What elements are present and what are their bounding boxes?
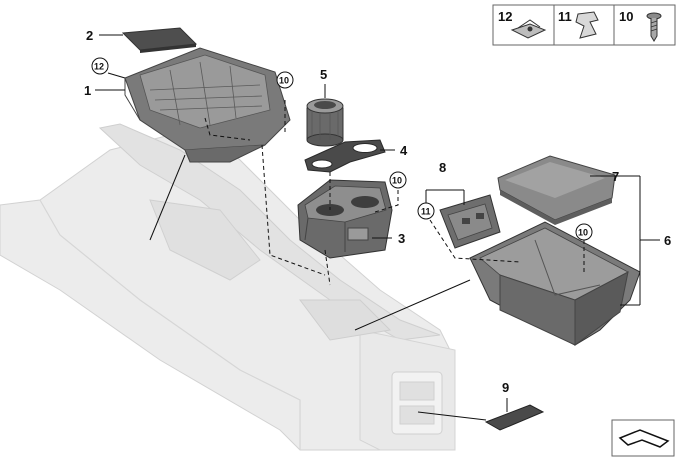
screw-icon (646, 12, 662, 42)
part-5-cup-insert (306, 98, 344, 147)
center-console-ghost (0, 123, 456, 451)
callout-4: 4 (400, 143, 408, 158)
part-9-trim-strip (484, 404, 545, 431)
hardware-legend: 12 11 10 (492, 4, 676, 46)
callout-8: 8 (439, 160, 446, 175)
callout-11: 11 (421, 207, 431, 217)
callout-6: 6 (664, 233, 671, 248)
callout-9: 9 (502, 380, 509, 395)
callout-10-box: 10 (578, 228, 588, 238)
part-2-lid-pad (121, 27, 198, 53)
callout-7: 7 (612, 169, 619, 184)
spring-clip-icon (575, 11, 599, 39)
clip-nut-icon (510, 19, 547, 39)
callout-10b-circle: 10 (389, 171, 407, 189)
callout-10-cupholder: 10 (392, 176, 402, 186)
orientation-icon (611, 419, 675, 457)
callout-11-circle: 11 (417, 202, 435, 220)
legend-label-12: 12 (498, 9, 512, 24)
leader-lines (95, 34, 660, 421)
callout-3: 3 (398, 231, 405, 246)
part-8-bracket (439, 194, 501, 249)
callout-12: 12 (94, 62, 104, 72)
legend-label-10: 10 (619, 9, 633, 24)
callout-10c-circle: 10 (575, 223, 593, 241)
assembly-dash-lines (204, 100, 585, 286)
callout-1: 1 (84, 83, 91, 98)
callout-12-circle: 12 (91, 57, 109, 75)
callout-10a-circle: 10 (276, 71, 294, 89)
callouts: 2 1 12 10 5 4 10 3 8 11 7 6 10 9 (84, 28, 671, 395)
part-3-cupholder-housing (297, 179, 393, 259)
part-1-upper-tray (124, 47, 291, 163)
part-6-storage-box (469, 221, 641, 346)
part-7-lid-mat (497, 155, 616, 225)
part-4-ring-seal (304, 139, 386, 173)
callout-5: 5 (320, 67, 327, 82)
legend-label-11: 11 (558, 9, 572, 24)
callout-10-upper: 10 (279, 76, 289, 86)
callout-2: 2 (86, 28, 93, 43)
